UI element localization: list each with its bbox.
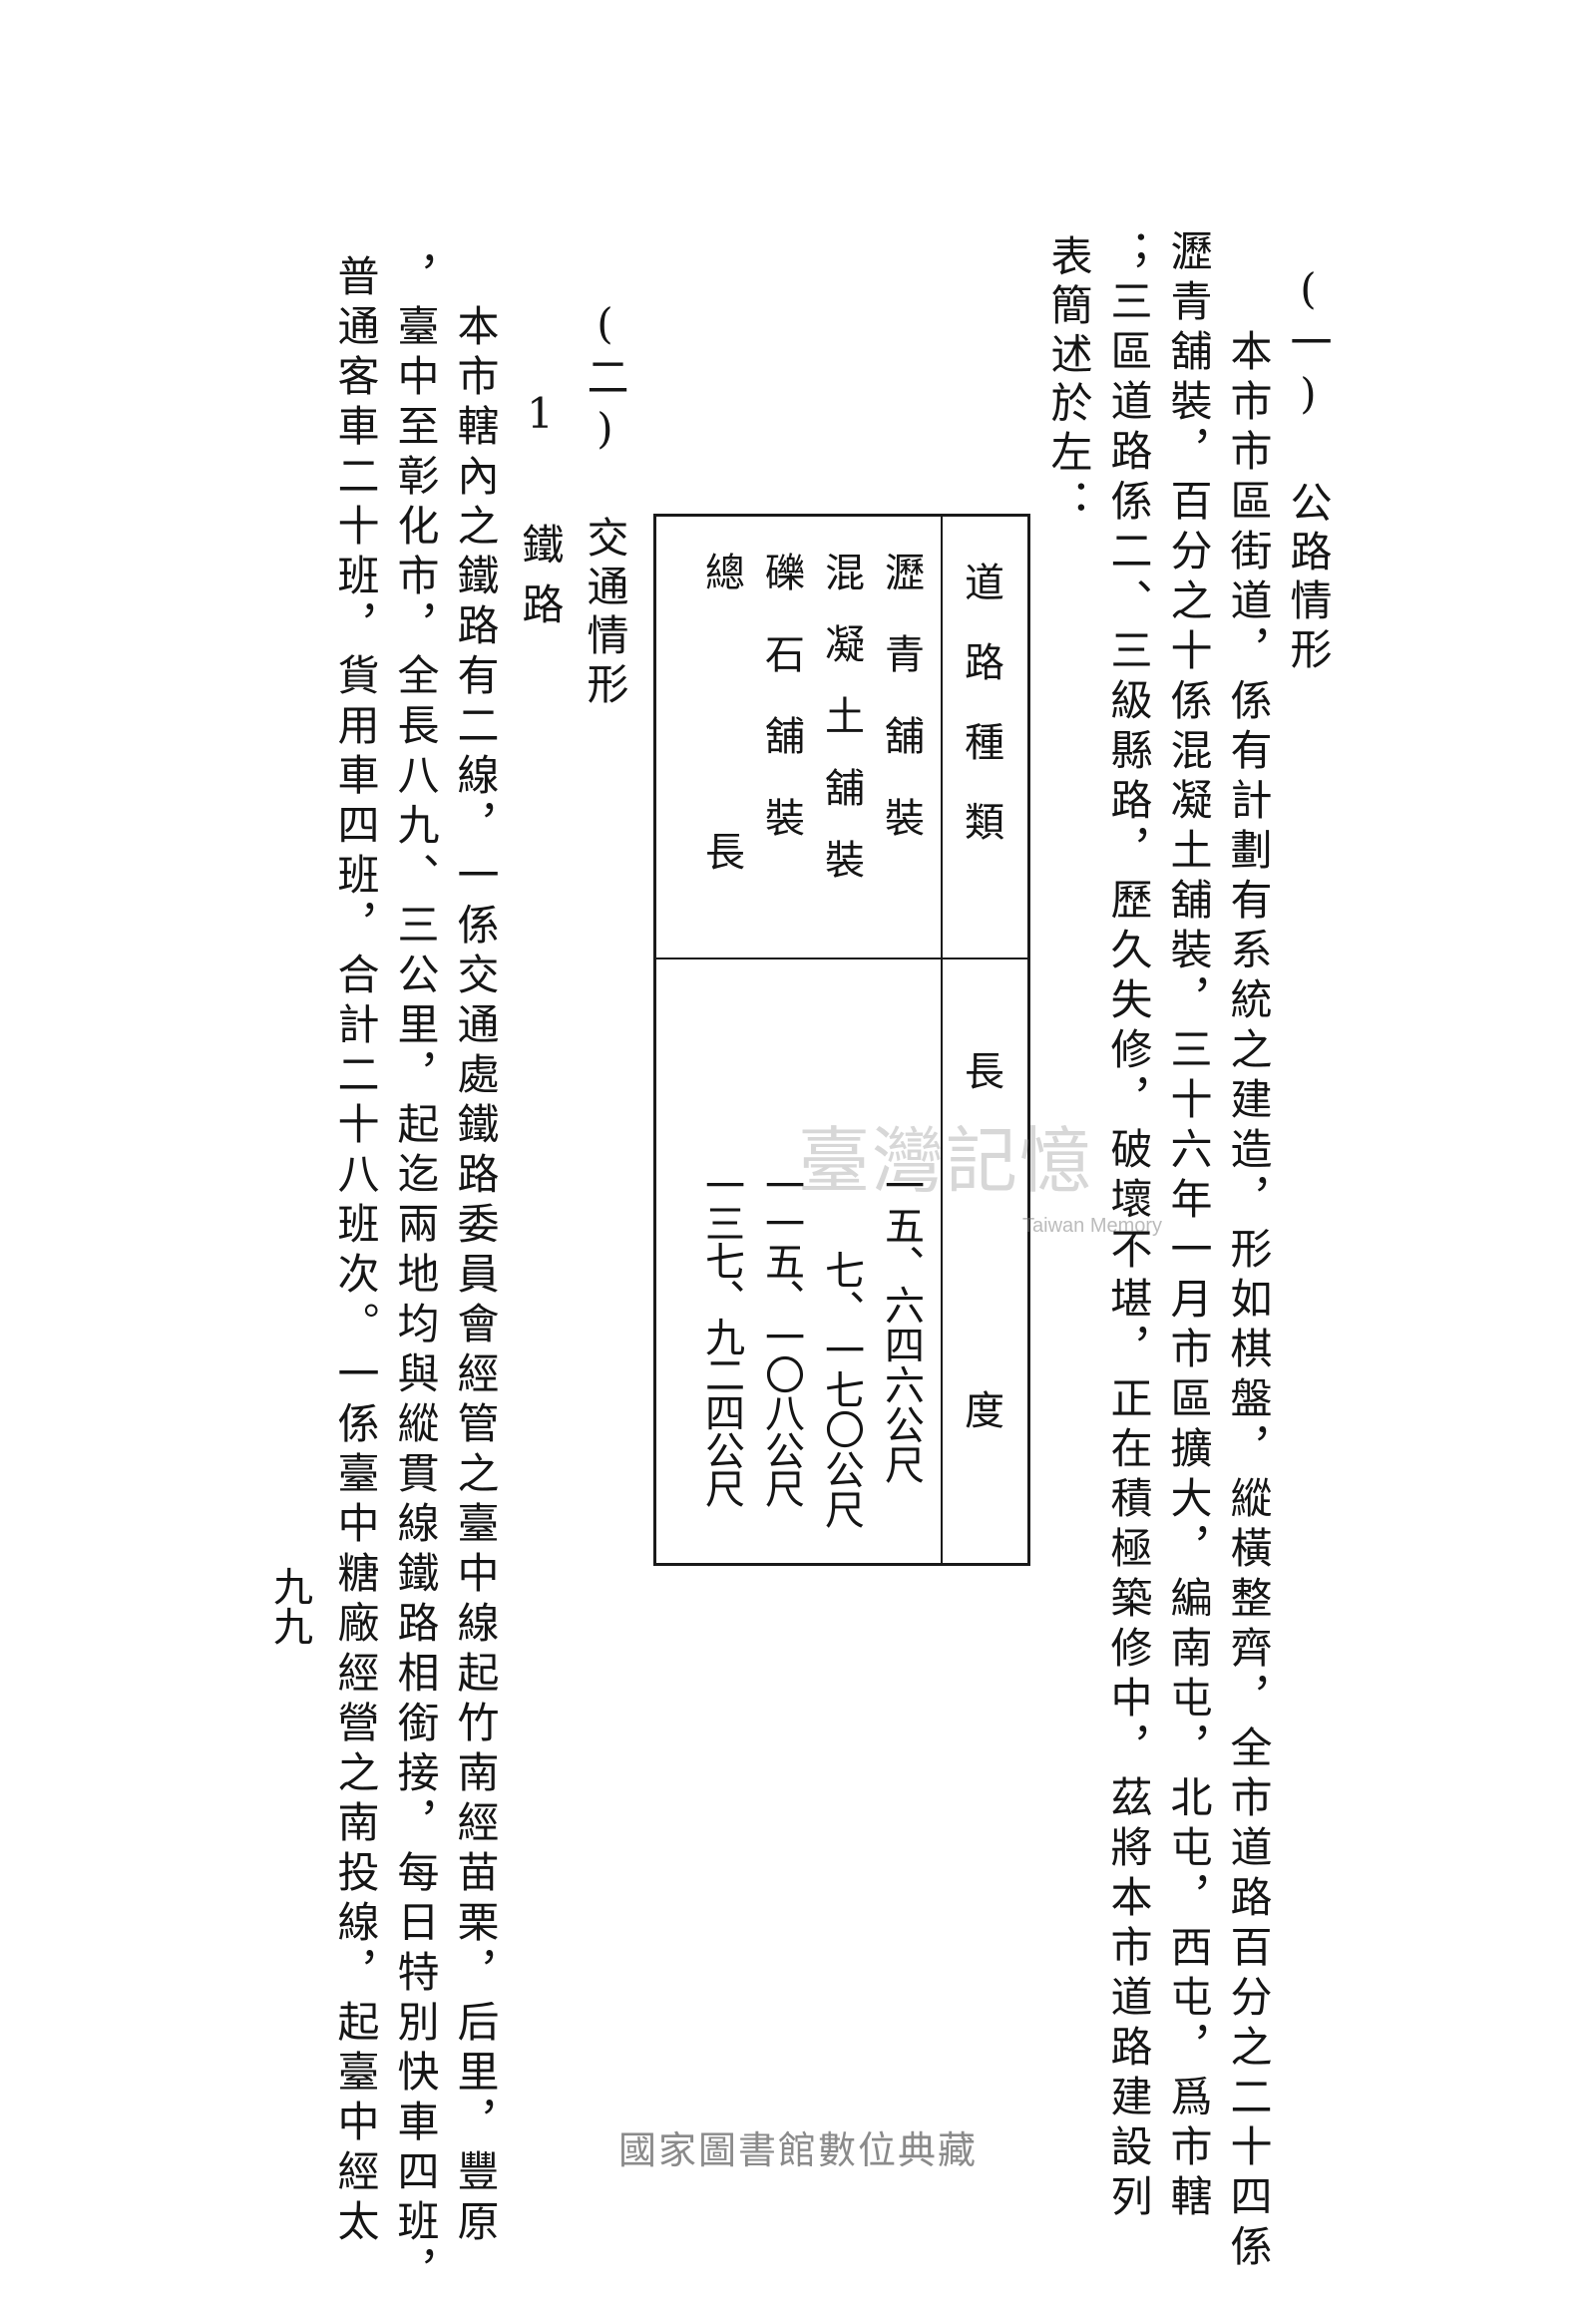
table-header-divider (941, 517, 943, 1563)
watermark-logo: 臺灣記憶 (798, 1119, 1094, 1203)
section-2-subheading: 1 鐵路 (516, 389, 565, 642)
table-header-length: 長度 (958, 1050, 1003, 1728)
watermark-subtitle: Taiwan Memory (1022, 1215, 1163, 1237)
page-number: 九九 (266, 1566, 312, 1646)
library-footer: 國家圖書館數位典藏 (617, 2128, 978, 2172)
table-row-type: 混凝土舖裝 (818, 552, 864, 911)
section-1-line-4: 表簡述於左： (1044, 234, 1093, 528)
section-1-line-3: ；三區道路係二、三級縣路，歷久失修，破壞不堪，正在積極築修中，茲將本市道路建設列 (1104, 229, 1153, 2224)
section-2-heading: (二) 交通情形 (581, 299, 629, 711)
table-row-length: 七、一七〇公尺 (818, 1250, 864, 1529)
table-header-rule (656, 958, 1027, 959)
document-page: (一) 公路情形 本市市區街道，係有計劃有系統之建造，形如棋盤，縱橫整齊，全市道… (266, 229, 1333, 2299)
section-2-line-2: ，臺中至彰化市，全長八九、三公里，起迄兩地均與縱貫線鐵路相銜接，每日特別快車四班… (391, 254, 440, 2299)
table-row-length: 一一五、一〇八公尺 (758, 1165, 804, 1506)
table-row-length: 一三七、九二四公尺 (698, 1165, 744, 1506)
table-header-road-type: 道路種類 (958, 562, 1003, 881)
section-1-heading: (一) 公路情形 (1284, 264, 1333, 676)
table-row-type: 總長 (698, 552, 744, 1110)
table-row-type: 礫石舖裝 (758, 552, 804, 879)
table-row-length: 一五、六四六公尺 (878, 1165, 924, 1484)
road-table: 道路種類 長度 瀝青舖裝 一五、六四六公尺 混凝土舖裝 七、一七〇公尺 礫石舖裝… (653, 514, 1030, 1728)
section-1-line-2: 瀝青舖裝，百分之十係混凝土舖裝，三十六年一月市區擴大，編南屯，北屯，西屯，爲市轄 (1164, 229, 1213, 2224)
section-1-line-1: 本市市區街道，係有計劃有系統之建造，形如棋盤，縱橫整齊，全市道路百分之二十四係 (1224, 329, 1273, 2274)
section-2-line-1: 本市轄內之鐵路有二線，一係交通處鐵路委員會經管之臺中線起竹南經苗栗，后里，豐原 (451, 304, 500, 2249)
table-row-type: 瀝青舖裝 (878, 552, 924, 879)
section-2-line-3: 普通客車二十班，貨用車四班，合計二十八班次。一係臺中糖廠經營之南投線，起臺中經太 (331, 254, 380, 2249)
